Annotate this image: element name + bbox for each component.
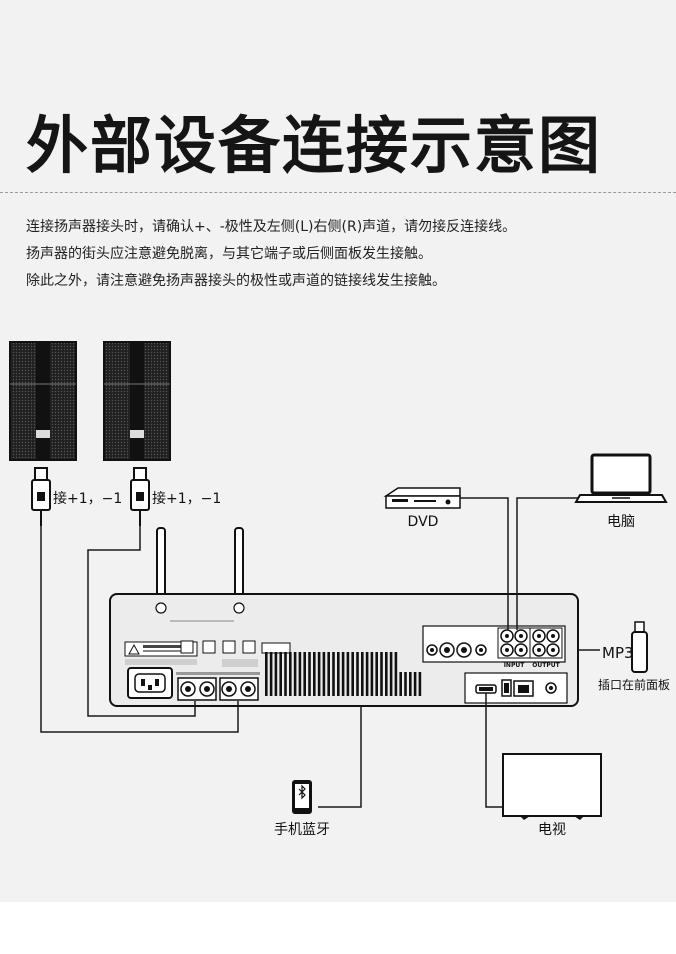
vent-slot [370, 652, 374, 696]
vent-slot [327, 652, 330, 696]
tv-label: 电视 [538, 822, 566, 838]
vent-slot [298, 652, 302, 696]
vent-slot [308, 652, 311, 696]
ac-power-socket [127, 667, 173, 699]
ventilation-grille [265, 652, 422, 696]
description-line-3: 除此之外，请注意避免扬声器接头的极性或声道的链接线发生接触。 [26, 273, 446, 289]
vent-slot [279, 652, 282, 696]
footer-band [0, 902, 676, 954]
vent-slot [418, 672, 422, 696]
phone-label: 手机蓝牙 [274, 822, 330, 838]
vent-slot [293, 652, 297, 696]
description-line-2: 扬声器的街头应注意避免脱离，与其它端子或后侧面板发生接触。 [26, 246, 432, 262]
vent-slot [404, 672, 407, 696]
line-right-speaker [87, 526, 196, 717]
vent-slot [361, 652, 364, 696]
line-computer [516, 497, 578, 630]
antenna-right [233, 527, 245, 604]
vent-slot [303, 652, 306, 696]
connection-diagram: 接+1，−1 接+1，−1 DVD 电脑 [9, 341, 670, 838]
connection-lines [40, 497, 600, 808]
vent-slot [394, 652, 398, 696]
vent-slot [413, 672, 417, 696]
vent-slot [265, 652, 268, 696]
description-line-1: 连接扬声器接头时，请确认+、-极性及左侧(L)右侧(R)声道，请勿接反连接线。 [26, 219, 517, 235]
speaker-left-plug-label: 接+1，−1 [53, 490, 122, 507]
vent-slot [346, 652, 350, 696]
vent-slot [313, 652, 316, 696]
page-title: 外部设备连接示意图 [26, 109, 603, 182]
vent-slot [375, 652, 378, 696]
output-label: OUTPUT [532, 662, 560, 669]
laptop-icon [574, 453, 668, 503]
warning-labels [124, 640, 291, 667]
description: 连接扬声器接头时，请确认+、-极性及左侧(L)右侧(R)声道，请勿接反连接线。 … [26, 214, 666, 295]
vent-slot [284, 652, 287, 696]
usb-drive-icon [631, 621, 648, 673]
vent-slot [289, 652, 292, 696]
speaker-left-plug [31, 467, 51, 526]
speaker-right-plug-label: 接+1，−1 [152, 490, 221, 507]
phone-icon [292, 780, 312, 814]
tv-icon [502, 753, 602, 820]
digital-io-section [464, 672, 568, 704]
line-dvd [460, 497, 509, 630]
line-phone [318, 706, 362, 808]
vent-slot [356, 652, 359, 696]
speaker-left [9, 341, 77, 461]
vent-slot [385, 652, 388, 696]
speaker-right-plug [130, 467, 150, 526]
dvd-player [383, 487, 461, 509]
vent-slot [332, 652, 335, 696]
dvd-label: DVD [408, 514, 439, 530]
speaker-output-terminals [176, 672, 260, 701]
mp3-sub-label: 插口在前面板 [598, 677, 670, 692]
vent-slot [380, 652, 383, 696]
speaker-right [103, 341, 171, 461]
vent-slot [409, 672, 412, 696]
vent-slot [341, 652, 345, 696]
vent-slot [365, 652, 369, 696]
vent-slot [399, 672, 402, 696]
title-divider [0, 192, 676, 193]
vent-slot [351, 652, 354, 696]
antenna-left [155, 527, 167, 604]
mp3-label: MP3 [602, 644, 634, 662]
vent-slot [269, 652, 273, 696]
line-tv [485, 693, 503, 808]
line-left-speaker [40, 526, 239, 733]
input-label: INPUT [504, 662, 526, 669]
computer-label: 电脑 [607, 514, 635, 530]
rca-io-section: INPUT OUTPUT [422, 625, 566, 669]
vent-slot [274, 652, 278, 696]
vent-slot [337, 652, 340, 696]
vent-slot [389, 652, 393, 696]
vent-slot [322, 652, 326, 696]
vent-slot [317, 652, 321, 696]
